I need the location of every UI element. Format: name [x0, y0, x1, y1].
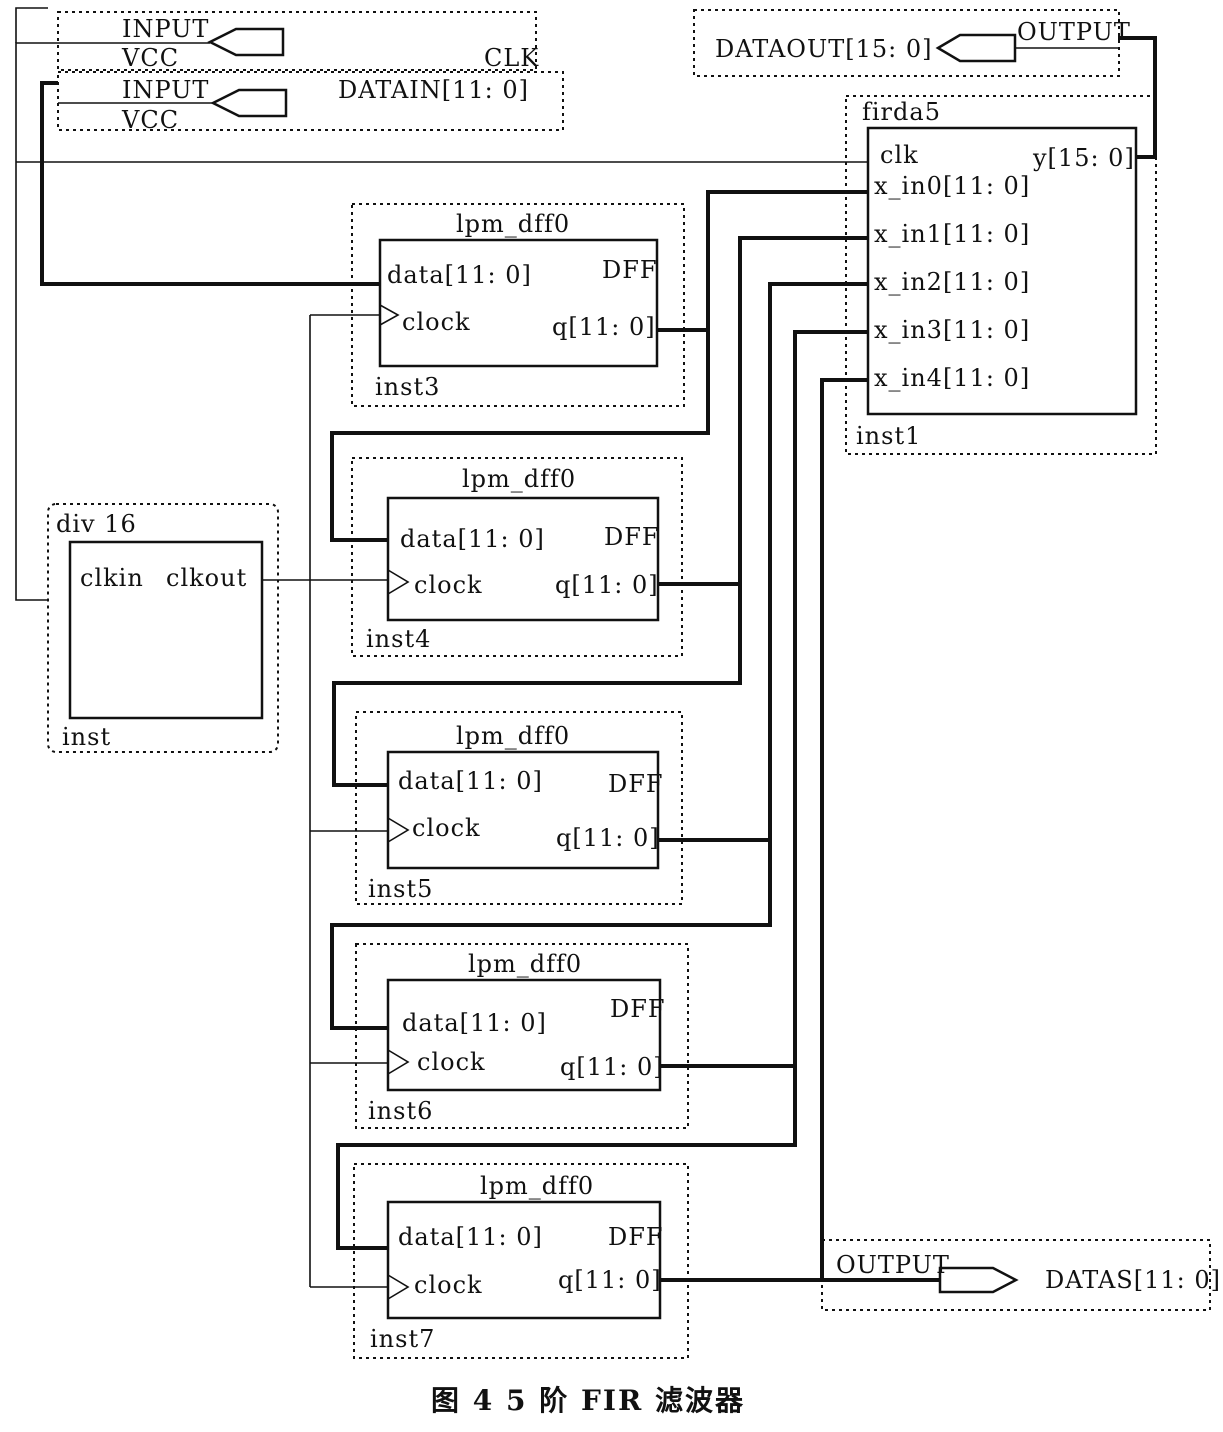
port-x-in2: x_in2[11: 0]	[874, 268, 1030, 296]
pin-kind: INPUT	[122, 76, 209, 104]
port-clock: clock	[402, 308, 471, 336]
firda5-block[interactable]: firda5 clk y[15: 0] x_in0[11: 0] x_in1[1…	[845, 95, 1157, 455]
instance-name: inst	[62, 723, 111, 751]
wire-q5-inst6	[330, 840, 772, 1030]
wire-q5	[657, 282, 868, 842]
wire-q3	[657, 190, 868, 332]
wire-q6	[660, 330, 868, 1068]
instance-name: inst3	[375, 373, 440, 401]
port-clkout: clkout	[166, 564, 247, 592]
port-x-in3: x_in3[11: 0]	[874, 316, 1030, 344]
output-pin-shape	[938, 1266, 1019, 1294]
wire-q7-xin4	[820, 378, 868, 1280]
block-type: DFF	[604, 523, 660, 551]
dff-block-inst7[interactable]: lpm_dff0 data[11: 0] DFF clock q[11: 0] …	[353, 1163, 689, 1359]
dff-block-inst3[interactable]: lpm_dff0 data[11: 0] DFF clock q[11: 0] …	[351, 203, 685, 407]
block-title: firda5	[862, 98, 941, 126]
port-data: data[11: 0]	[398, 1223, 543, 1251]
port-clk: clk	[880, 141, 919, 169]
port-clkin: clkin	[80, 564, 144, 592]
wire-q4-inst5	[332, 584, 742, 787]
input-pin-datain[interactable]: INPUT VCC DATAIN[11: 0]	[57, 71, 564, 134]
port-clock: clock	[417, 1048, 486, 1076]
port-x-in1: x_in1[11: 0]	[874, 220, 1030, 248]
wire-q4	[657, 236, 868, 586]
port-x-in0: x_in0[11: 0]	[874, 172, 1030, 200]
block-title: lpm_dff0	[462, 465, 576, 493]
port-x-in4: x_in4[11: 0]	[874, 364, 1030, 392]
block-type: DFF	[610, 995, 666, 1023]
wire-clk-main	[15, 42, 58, 601]
pin-default: VCC	[121, 44, 179, 72]
port-q: q[11: 0]	[552, 313, 656, 341]
figure-caption: 图 4 5 阶 FIR 滤波器	[431, 1384, 745, 1417]
output-pin-shape	[935, 33, 1017, 63]
wire-y-dataout	[1118, 36, 1157, 159]
pin-kind: OUTPUT	[836, 1251, 950, 1279]
block-title: lpm_dff0	[456, 722, 570, 750]
input-pin-shape	[207, 27, 285, 57]
port-clock: clock	[414, 571, 483, 599]
pin-name: CLK	[484, 44, 539, 72]
block-type: DFF	[602, 256, 658, 284]
port-data: data[11: 0]	[398, 767, 543, 795]
block-title: lpm_dff0	[480, 1172, 594, 1200]
pin-name: DATAOUT[15: 0]	[715, 35, 932, 63]
pin-kind: INPUT	[122, 15, 209, 43]
pin-kind: OUTPUT	[1017, 18, 1131, 46]
port-q: q[11: 0]	[560, 1053, 664, 1081]
block-type: DFF	[608, 1223, 664, 1251]
wires	[15, 7, 1157, 1288]
block-title: lpm_dff0	[468, 950, 582, 978]
port-q: q[11: 0]	[556, 824, 660, 852]
dff-block-inst5[interactable]: lpm_dff0 data[11: 0] DFF clock q[11: 0] …	[355, 711, 683, 905]
dff-block-inst4[interactable]: lpm_dff0 data[11: 0] DFF clock q[11: 0] …	[351, 457, 683, 657]
pin-name: DATAIN[11: 0]	[338, 76, 529, 104]
instance-name: inst4	[366, 625, 431, 653]
port-data: data[11: 0]	[400, 525, 545, 553]
input-pin-clk[interactable]: INPUT VCC CLK	[57, 11, 539, 72]
wire-q6-inst7	[336, 1066, 797, 1250]
port-data: data[11: 0]	[402, 1009, 547, 1037]
pin-default: VCC	[121, 106, 179, 134]
wire-clk-top	[15, 7, 48, 43]
wire-q3-inst4	[330, 330, 710, 542]
output-pin-dataout[interactable]: OUTPUT DATAOUT[15: 0]	[693, 9, 1131, 77]
port-clock: clock	[414, 1271, 483, 1299]
port-q: q[11: 0]	[555, 571, 659, 599]
port-clock: clock	[412, 814, 481, 842]
port-q: q[11: 0]	[558, 1266, 662, 1294]
instance-name: inst5	[368, 875, 433, 903]
input-pin-shape	[210, 88, 288, 118]
wire-datain	[40, 81, 380, 286]
instance-name: inst1	[856, 422, 921, 450]
block-title: div 16	[56, 510, 137, 538]
instance-name: inst6	[368, 1097, 433, 1125]
block-title: lpm_dff0	[456, 210, 570, 238]
div16-block[interactable]: div 16 clkin clkout inst	[47, 503, 279, 753]
port-y: y[15: 0]	[1032, 144, 1135, 172]
pin-name: DATAS[11: 0]	[1045, 1266, 1221, 1294]
block-type: DFF	[608, 770, 664, 798]
instance-name: inst7	[370, 1325, 435, 1353]
dff-block-inst6[interactable]: lpm_dff0 data[11: 0] DFF clock q[11: 0] …	[355, 943, 689, 1129]
output-pin-datas[interactable]: OUTPUT DATAS[11: 0]	[821, 1239, 1221, 1311]
port-data: data[11: 0]	[387, 261, 532, 289]
